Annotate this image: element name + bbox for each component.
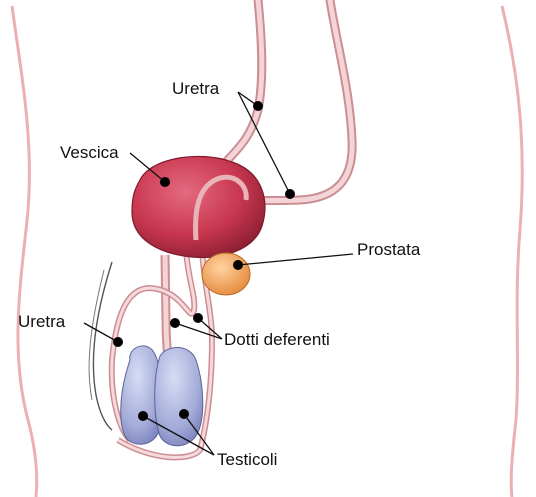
label-uretra-top: Uretra	[172, 80, 219, 97]
label-dotti-deferenti: Dotti deferenti	[224, 331, 330, 348]
label-testicoli: Testicoli	[217, 451, 277, 468]
prostate	[202, 253, 250, 295]
leader-prostata	[238, 254, 353, 265]
testis-right	[155, 347, 203, 445]
penis-outline-2	[89, 270, 104, 400]
dot-dotti-2	[193, 313, 203, 323]
dot-uretra-top-2	[285, 189, 295, 199]
dot-testicoli-1	[138, 411, 148, 421]
dot-vescica	[160, 177, 170, 187]
body-outline-left	[12, 6, 37, 497]
dot-testicoli-2	[179, 409, 189, 419]
label-prostata: Prostata	[357, 241, 420, 258]
dot-uretra-left	[113, 337, 123, 347]
label-uretra-left: Uretra	[18, 313, 65, 330]
leader-dotti-1	[175, 323, 222, 339]
dot-uretra-top-1	[253, 101, 263, 111]
dot-dotti-1	[170, 318, 180, 328]
body-outline-right	[502, 6, 522, 497]
penis-outline	[93, 262, 112, 430]
dot-prostata	[233, 260, 243, 270]
label-vescica: Vescica	[60, 144, 119, 161]
